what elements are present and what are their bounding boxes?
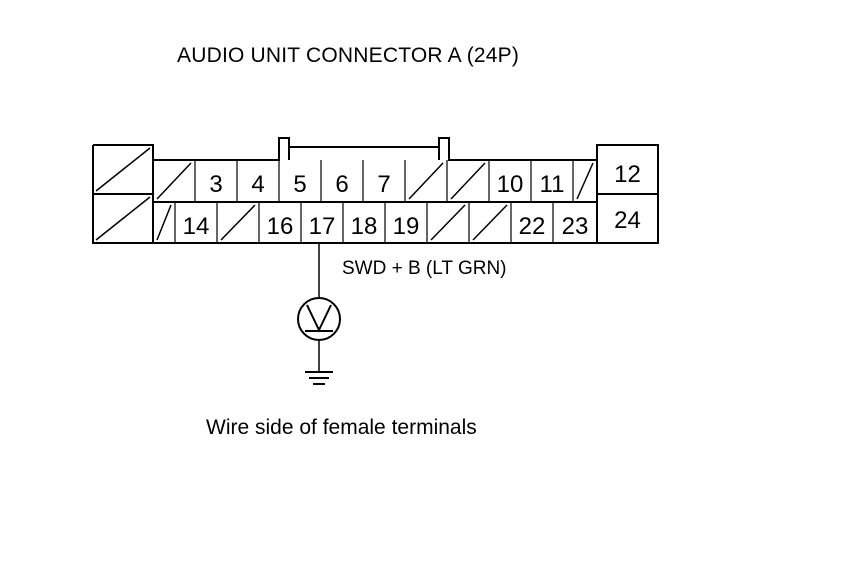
- terminal-label: 3: [209, 171, 222, 198]
- unused-cavity-hatch: [408, 162, 444, 200]
- end-block-hatches: [95, 147, 151, 241]
- terminal-23: 23: [562, 202, 598, 243]
- terminal-label: 22: [519, 213, 546, 240]
- terminal-label: 11: [540, 171, 565, 198]
- terminal-label: 23: [562, 213, 589, 240]
- diagram-caption: Wire side of female terminals: [206, 416, 477, 439]
- unused-cavity-hatch: [472, 204, 508, 241]
- connector-row-bottom: 14 16 17 18 19 22 23 24: [156, 202, 641, 243]
- connector-cell-blank: [576, 160, 598, 202]
- terminal-label: 7: [377, 171, 390, 198]
- unused-cavity-hatch: [450, 162, 486, 200]
- terminal-label: 12: [614, 161, 641, 188]
- terminal-16: 16: [267, 202, 302, 243]
- ground-icon: [305, 371, 333, 385]
- terminal-17: 17: [309, 202, 344, 243]
- unused-cavity-hatch: [430, 204, 466, 241]
- unused-cavity-hatch: [156, 162, 192, 200]
- terminal-label: 10: [497, 171, 524, 198]
- terminal-label: 6: [335, 171, 348, 198]
- terminal-19: 19: [393, 202, 428, 243]
- terminal-label: 14: [183, 213, 210, 240]
- terminal-24: 24: [614, 207, 641, 234]
- connector-cell-blank: [430, 202, 470, 243]
- terminal-label: 18: [351, 213, 378, 240]
- terminal-18: 18: [351, 202, 386, 243]
- terminal-label: 4: [251, 171, 264, 198]
- terminal-7: 7: [377, 160, 406, 202]
- connector-cell-blank: [220, 202, 260, 243]
- diagram-title: AUDIO UNIT CONNECTOR A (24P): [177, 44, 520, 67]
- terminal-6: 6: [335, 160, 364, 202]
- unused-cavity-hatch: [220, 204, 256, 241]
- terminal-3: 3: [209, 160, 238, 202]
- connector-cell-blank: [156, 160, 196, 202]
- voltmeter-icon: [297, 297, 341, 341]
- connector-cell-blank: [450, 160, 490, 202]
- unused-cavity-hatch: [576, 162, 594, 200]
- terminal-14: 14: [183, 202, 218, 243]
- terminal-22: 22: [519, 202, 554, 243]
- terminal-4: 4: [251, 160, 280, 202]
- terminal-12: 12: [614, 161, 641, 188]
- terminal-10: 10: [497, 160, 532, 202]
- terminal-5: 5: [293, 160, 322, 202]
- terminal-label: 5: [293, 171, 306, 198]
- unused-cavity-hatch: [156, 204, 172, 241]
- terminal-label: 17: [309, 213, 336, 240]
- probe-signal-label: SWD + B (LT GRN): [342, 258, 507, 279]
- connector-cell-blank: [408, 160, 448, 202]
- terminal-11: 11: [540, 160, 574, 202]
- terminal-label: 16: [267, 213, 294, 240]
- connector-cell-blank: [472, 202, 512, 243]
- connector-row-top: 3 4 5 6 7 10 11 12: [156, 160, 641, 202]
- connector-cell-blank: [156, 202, 176, 243]
- terminal-label: 24: [614, 207, 641, 234]
- terminal-label: 19: [393, 213, 420, 240]
